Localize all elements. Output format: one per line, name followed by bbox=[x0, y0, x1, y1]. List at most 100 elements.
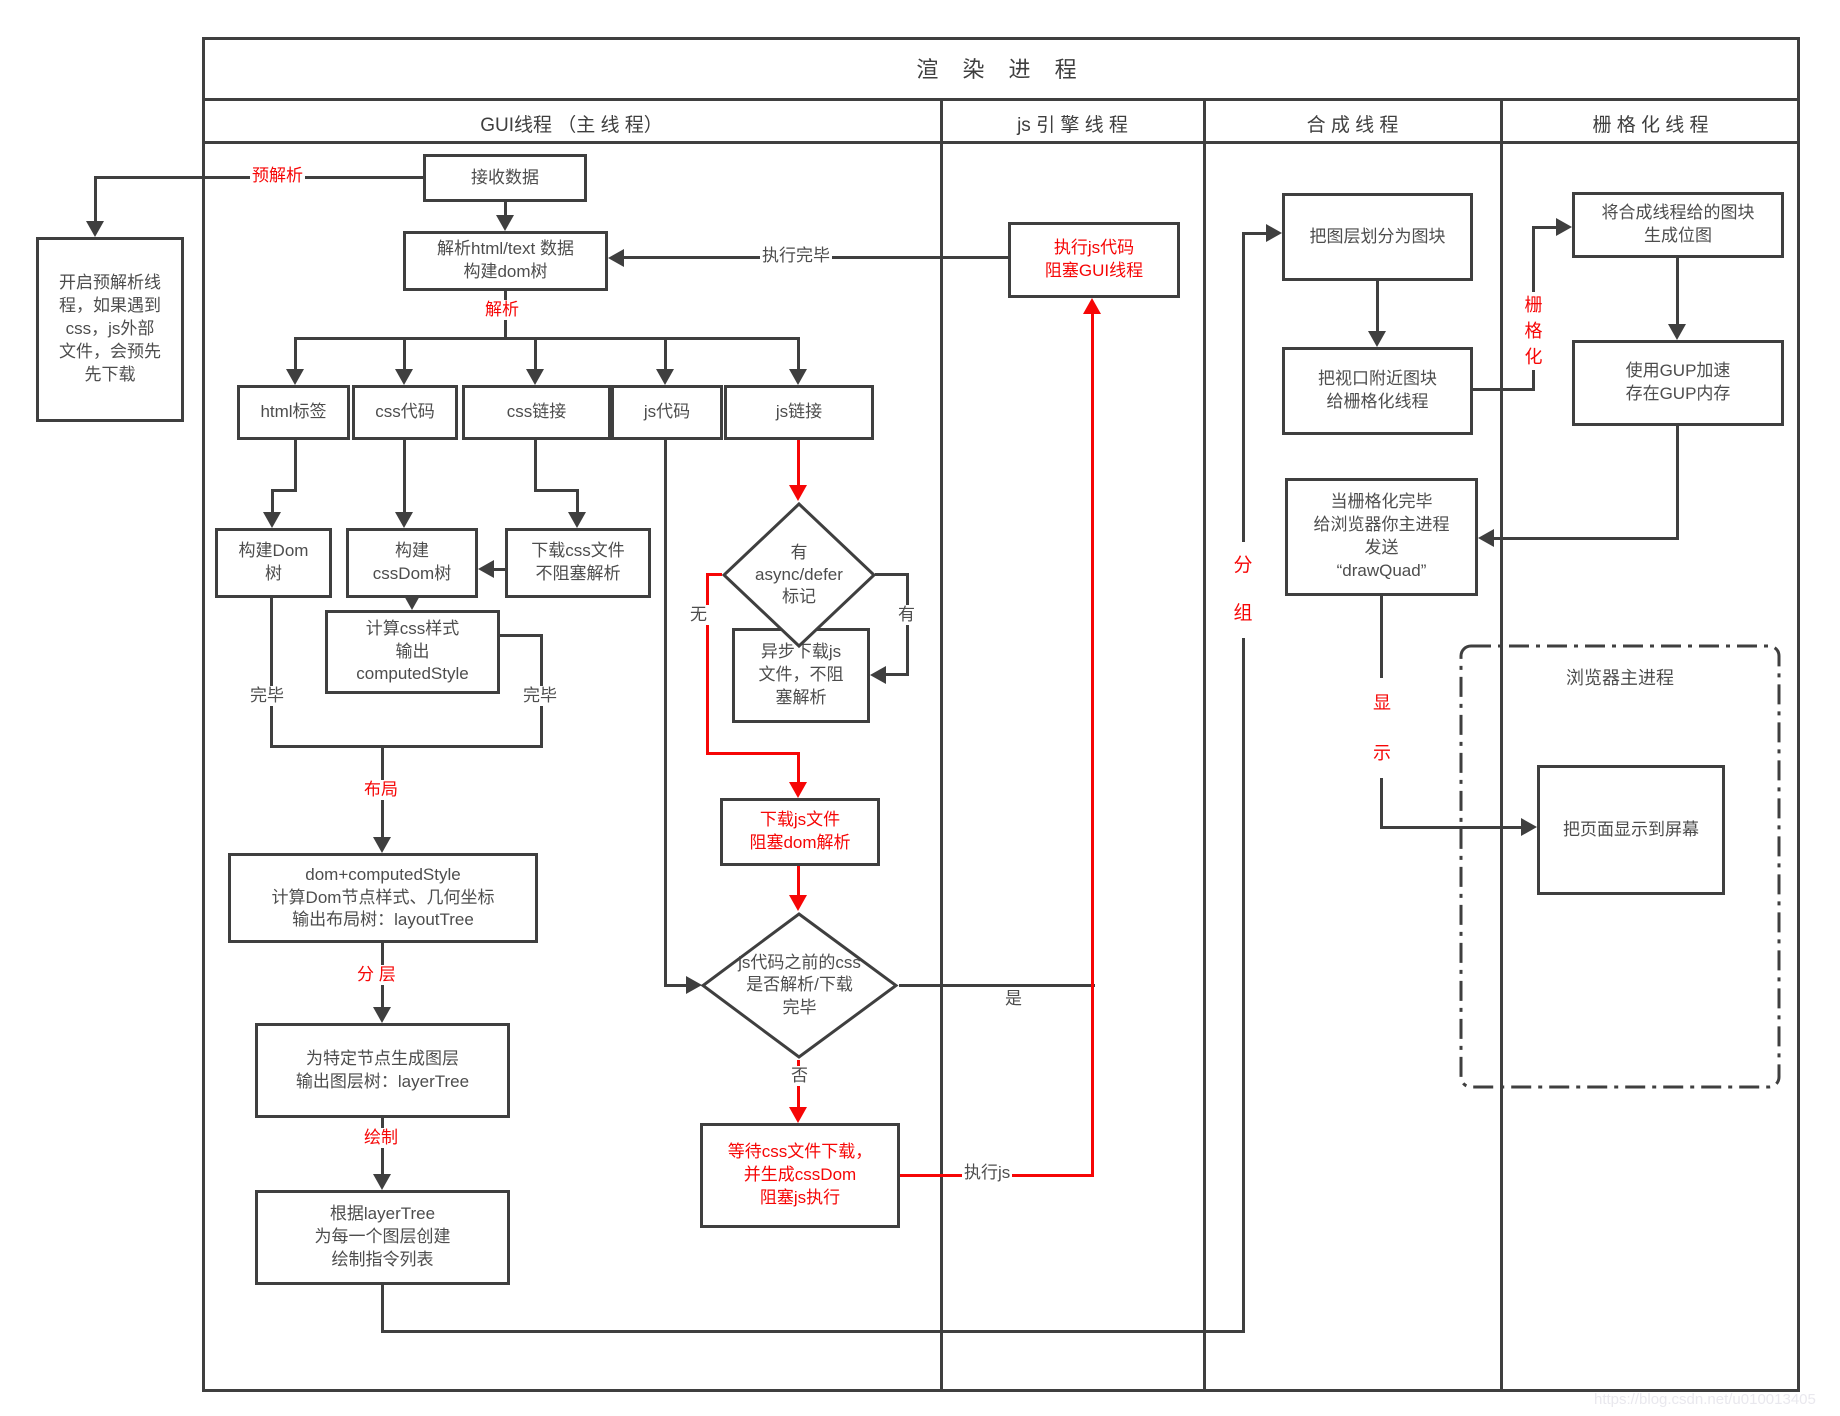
connector-csslink-c bbox=[576, 489, 579, 512]
arrowhead bbox=[395, 369, 413, 385]
connector-execjs-red-b bbox=[1091, 312, 1094, 1177]
label-no: 否 bbox=[789, 1066, 810, 1087]
arrowhead bbox=[568, 512, 586, 528]
node-receive-data: 接收数据 bbox=[423, 154, 587, 202]
arrowhead bbox=[1668, 324, 1686, 340]
title-separator bbox=[202, 98, 1800, 101]
label-done-right: 完毕 bbox=[521, 686, 559, 707]
node-download-js-block: 下载js文件 阻塞dom解析 bbox=[720, 798, 880, 866]
connector-receive-parse bbox=[504, 202, 507, 216]
lane-divider-1 bbox=[940, 98, 943, 1389]
node-layout-tree: dom+computedStyle 计算Dom节点样式、几何坐标 输出布局树：l… bbox=[228, 853, 538, 943]
node-paint-list: 根据layerTree 为每一个图层创建 绘制指令列表 bbox=[255, 1190, 510, 1285]
connector-display-b bbox=[1380, 826, 1521, 829]
arrowhead bbox=[686, 976, 702, 994]
arrowhead bbox=[789, 369, 807, 385]
connector-raster-a bbox=[1473, 388, 1535, 391]
node-compute-style: 计算css样式 输出 computedStyle bbox=[325, 610, 500, 694]
lane-gui-thread: GUI线程 （主 线 程） bbox=[480, 115, 663, 136]
browser-main-process-group bbox=[1459, 644, 1781, 1089]
connector-jscode-right bbox=[664, 984, 686, 987]
arrowhead bbox=[608, 249, 624, 267]
lane-divider-3 bbox=[1500, 98, 1503, 1389]
label-preparse: 预解析 bbox=[250, 166, 305, 187]
label-done-left: 完毕 bbox=[248, 686, 286, 707]
connector-raster-c bbox=[1532, 226, 1556, 229]
connector-grouping-d bbox=[1242, 232, 1266, 235]
node-build-cssdom: 构建 cssDom树 bbox=[346, 528, 478, 598]
arrowhead bbox=[286, 369, 304, 385]
arrowhead bbox=[526, 369, 544, 385]
node-preparse-thread: 开启预解析线 程，如果遇到 css，js外部 文件，会预先 先下载 bbox=[36, 237, 184, 422]
label-display: 显 示 bbox=[1370, 678, 1394, 778]
label-grouping: 分 组 bbox=[1231, 542, 1255, 638]
connector-jslink-red bbox=[797, 440, 800, 485]
arrowhead bbox=[373, 1174, 391, 1190]
connector-htmltag-b bbox=[271, 489, 297, 492]
diagram-title: 渲 染 进 程 bbox=[916, 57, 1086, 82]
node-wait-css: 等待css文件下载， 并生成cssDom 阻塞js执行 bbox=[700, 1123, 900, 1228]
node-gup-memory: 使用GUP加速 存在GUP内存 bbox=[1572, 340, 1784, 426]
connector-csslink-b bbox=[534, 489, 579, 492]
arrowhead bbox=[395, 512, 413, 528]
header-separator bbox=[202, 141, 1800, 144]
connector-gup-b bbox=[1494, 537, 1679, 540]
label-rasterize: 栅 格 化 bbox=[1522, 292, 1545, 370]
lane-divider-2 bbox=[1203, 98, 1206, 1389]
watermark: https://blog.csdn.net/u010013405 bbox=[1594, 1391, 1816, 1408]
node-build-dom: 构建Dom 树 bbox=[215, 528, 332, 598]
connector-done-right-a bbox=[500, 634, 543, 637]
arrowhead bbox=[496, 215, 514, 231]
connector-csscode bbox=[403, 440, 406, 512]
connector-htmltag-a bbox=[294, 440, 297, 492]
arrowhead bbox=[1478, 529, 1494, 547]
decision-async-defer-shape bbox=[721, 501, 877, 649]
connector-none-d bbox=[797, 752, 800, 782]
connector-grouping-a bbox=[381, 1285, 384, 1333]
arrowhead bbox=[870, 666, 886, 684]
node-html-tag: html标签 bbox=[237, 385, 350, 440]
connector-none-c bbox=[706, 752, 800, 755]
label-yes: 是 bbox=[1003, 989, 1024, 1010]
arrowhead bbox=[403, 594, 421, 610]
node-viewport-tiles: 把视口附近图块 给栅格化线程 bbox=[1282, 347, 1473, 435]
label-exec-js: 执行js bbox=[962, 1163, 1013, 1184]
arrowhead bbox=[789, 1107, 807, 1123]
label-exec-done: 执行完毕 bbox=[760, 246, 832, 267]
node-exec-js-block: 执行js代码 阻塞GUI线程 bbox=[1008, 222, 1180, 298]
connector-bitmap-gup bbox=[1676, 258, 1679, 324]
arrowhead bbox=[373, 837, 391, 853]
connector-none-b bbox=[706, 573, 709, 755]
connector-drop-2 bbox=[403, 337, 406, 369]
label-layout: 布局 bbox=[362, 780, 400, 801]
connector-done-left bbox=[270, 598, 273, 745]
connector-branch-bar bbox=[294, 337, 800, 340]
outer-frame bbox=[202, 37, 1800, 1392]
arrowhead bbox=[1083, 298, 1101, 314]
node-split-tiles: 把图层划分为图块 bbox=[1282, 193, 1473, 281]
connector-drop-4 bbox=[664, 337, 667, 369]
connector-grouping-b bbox=[381, 1330, 1245, 1333]
arrowhead bbox=[1521, 818, 1537, 836]
connector-downloadcss bbox=[494, 568, 505, 571]
arrowhead bbox=[1556, 218, 1572, 236]
connector-downloadjs-red bbox=[797, 866, 800, 895]
arrowhead bbox=[373, 1007, 391, 1023]
node-css-link: css链接 bbox=[462, 385, 611, 440]
arrowhead bbox=[86, 221, 104, 237]
node-display-screen: 把页面显示到屏幕 bbox=[1537, 765, 1725, 895]
lane-compositor-thread: 合 成 线 程 bbox=[1306, 115, 1399, 136]
decision-async-defer: 有 async/defer 标记 bbox=[755, 542, 843, 607]
connector-drop-1 bbox=[294, 337, 297, 369]
connector-merge-bar bbox=[270, 745, 543, 748]
decision-css-ready: js代码之前的css 是否解析/下载 完毕 bbox=[738, 953, 861, 1017]
lane-js-engine-thread: js 引 擎 线 程 bbox=[1017, 115, 1128, 136]
connector-grouping-c bbox=[1242, 232, 1245, 1333]
label-parse: 解析 bbox=[483, 300, 521, 321]
connector-preparse-drop bbox=[94, 176, 97, 221]
arrowhead bbox=[789, 895, 807, 911]
node-parse-html: 解析html/text 数据 构建dom树 bbox=[403, 231, 608, 291]
node-css-code: css代码 bbox=[352, 385, 458, 440]
arrowhead bbox=[656, 369, 674, 385]
